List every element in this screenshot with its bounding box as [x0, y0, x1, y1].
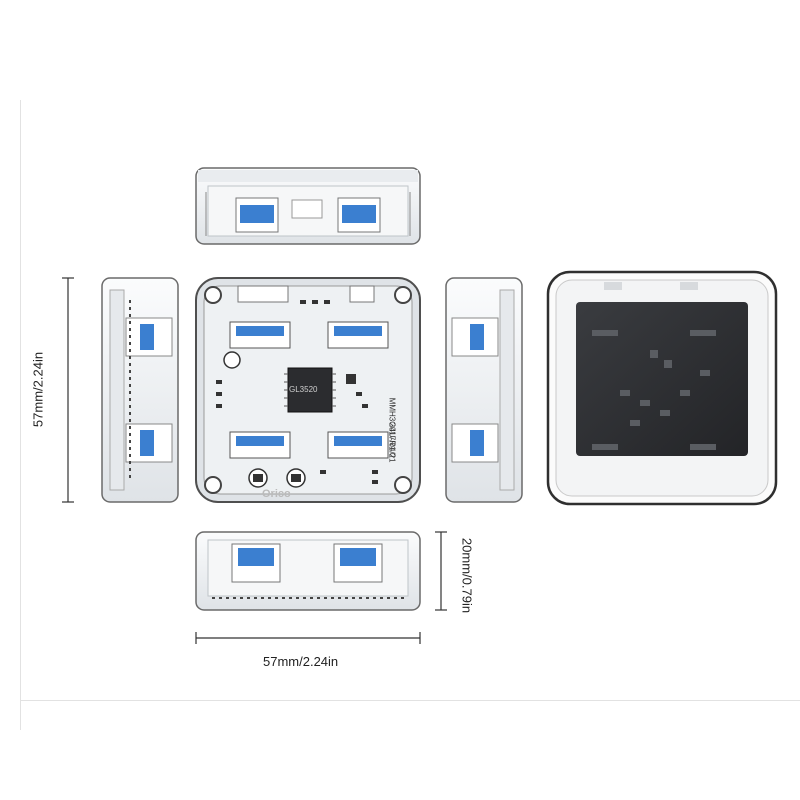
main-top-view: [195, 277, 421, 503]
left-guide-line: [20, 100, 21, 730]
left-side-view: [101, 277, 179, 503]
top-edge-view: [195, 167, 421, 245]
usb-port-icon: [229, 321, 291, 349]
right-side-view: [445, 277, 523, 503]
usb-port-icon: [337, 197, 381, 233]
usb-port-icon: [229, 431, 291, 459]
height-dimension-label: 57mm/2.24in: [30, 351, 46, 428]
front-edge-view: [195, 531, 421, 611]
width-dimension: [195, 632, 421, 644]
brand-logo-text: Orico: [262, 488, 291, 500]
usb-port-icon: [235, 197, 279, 233]
height-dimension: [62, 277, 74, 503]
board-chip-text: GL3520: [289, 385, 318, 394]
thickness-dimension: [435, 531, 447, 611]
bottom-view: [546, 270, 778, 506]
usb-port-icon: [327, 431, 389, 459]
width-dimension-label: 57mm/2.24in: [263, 654, 339, 669]
usb-port-icon: [327, 321, 389, 349]
thickness-dimension-label: 20mm/0.79in: [459, 537, 475, 614]
usb-port-icon: [231, 543, 281, 583]
usb-port-icon: [333, 543, 383, 583]
bottom-guide-line: [20, 700, 800, 701]
board-date-text: 2017/04/21: [387, 422, 397, 463]
